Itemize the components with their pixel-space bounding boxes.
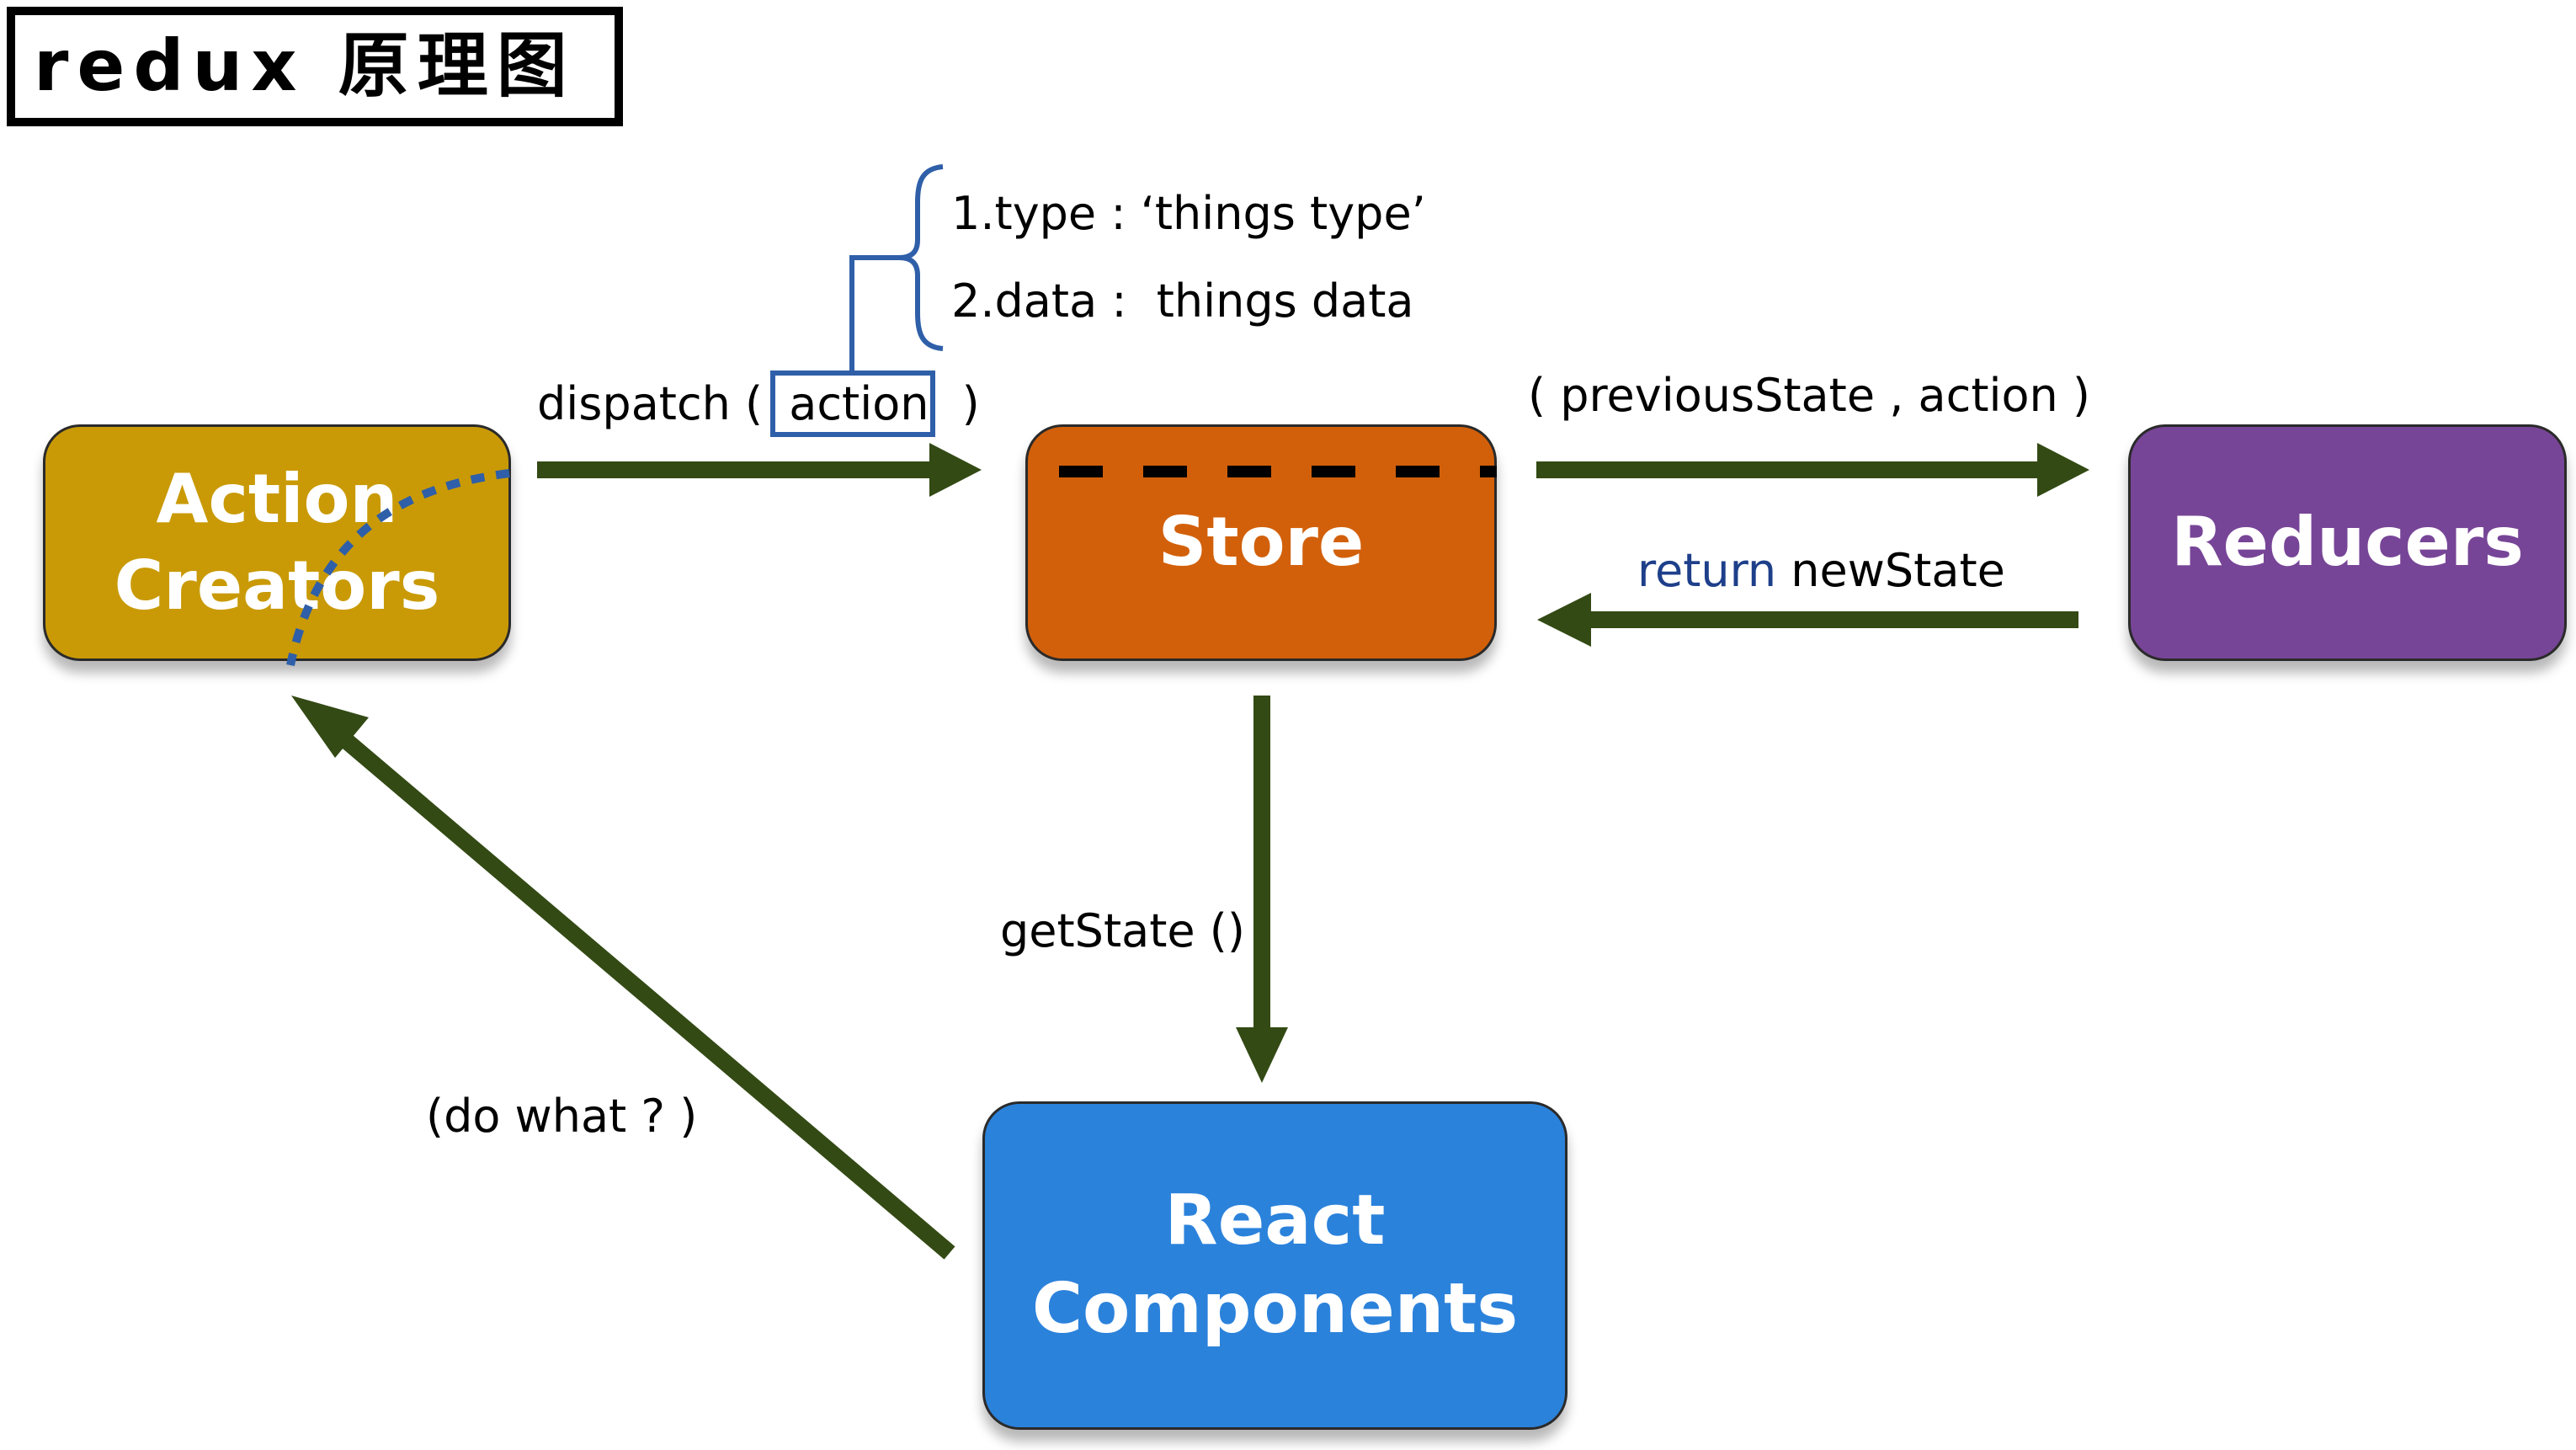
return-keyword: return <box>1637 544 1777 597</box>
return-value: newState <box>1791 544 2005 597</box>
diagram-title: redux 原理图 <box>34 24 576 107</box>
react-components-label-line1: React <box>1164 1181 1386 1261</box>
dispatch-arrow <box>537 443 982 497</box>
react-components-node[interactable]: React Components <box>982 1101 1567 1430</box>
store-node[interactable]: Store <box>1025 424 1497 661</box>
action-field-type-value: ‘things type’ <box>1140 187 1426 240</box>
previous-state-label: ( previousState , action ) <box>1528 369 2090 422</box>
previous-state-arrow <box>1536 443 2089 497</box>
dispatch-arrow-head <box>929 443 982 497</box>
dispatch-label: dispatch ( action ) <box>537 377 980 431</box>
action-field-type: 1.type : ‘things type’ <box>951 187 1426 241</box>
action-creators-label-line2: Creators <box>114 546 440 625</box>
dispatch-prefix: dispatch ( <box>537 377 764 430</box>
get-state-arrow-shaft <box>1253 696 1270 1032</box>
return-arrow-shaft <box>1587 611 2078 628</box>
do-what-label: (do what ? ) <box>426 1090 698 1143</box>
do-what-arrow <box>291 696 955 1260</box>
do-what-arrow-head <box>291 696 369 758</box>
previous-state-arrow-shaft <box>1536 461 2041 478</box>
dispatch-action-arg: action <box>789 377 929 430</box>
curly-brace-icon <box>898 164 944 351</box>
dispatch-suffix: ) <box>961 377 980 430</box>
action-creators-label-line1: Action <box>156 460 398 539</box>
store-label: Store <box>1158 503 1365 582</box>
action-field-data: 2.data : things data <box>951 275 1414 328</box>
get-state-arrow-head <box>1236 1027 1288 1083</box>
action-creators-node[interactable]: Action Creators <box>43 424 511 661</box>
action-field-data-value: things data <box>1156 275 1414 328</box>
get-state-label: getState () <box>1000 904 1245 957</box>
reducers-label: Reducers <box>2171 503 2524 582</box>
reducers-node[interactable]: Reducers <box>2128 424 2567 661</box>
return-arrow-head <box>1537 593 1591 647</box>
return-new-state-label: return newState <box>1637 544 2005 598</box>
dispatch-arrow-shaft <box>537 461 933 478</box>
return-new-state-arrow <box>1537 593 2078 647</box>
get-state-arrow <box>1236 696 1288 1083</box>
do-what-arrow-shaft <box>331 726 955 1260</box>
react-components-label-line2: Components <box>1031 1269 1519 1349</box>
action-field-type-label: 1.type : <box>951 187 1126 240</box>
action-brace-connector <box>849 255 899 373</box>
title-box: redux 原理图 <box>7 7 623 126</box>
action-field-data-label: 2.data : <box>951 275 1127 328</box>
previous-state-arrow-head <box>2037 443 2089 497</box>
